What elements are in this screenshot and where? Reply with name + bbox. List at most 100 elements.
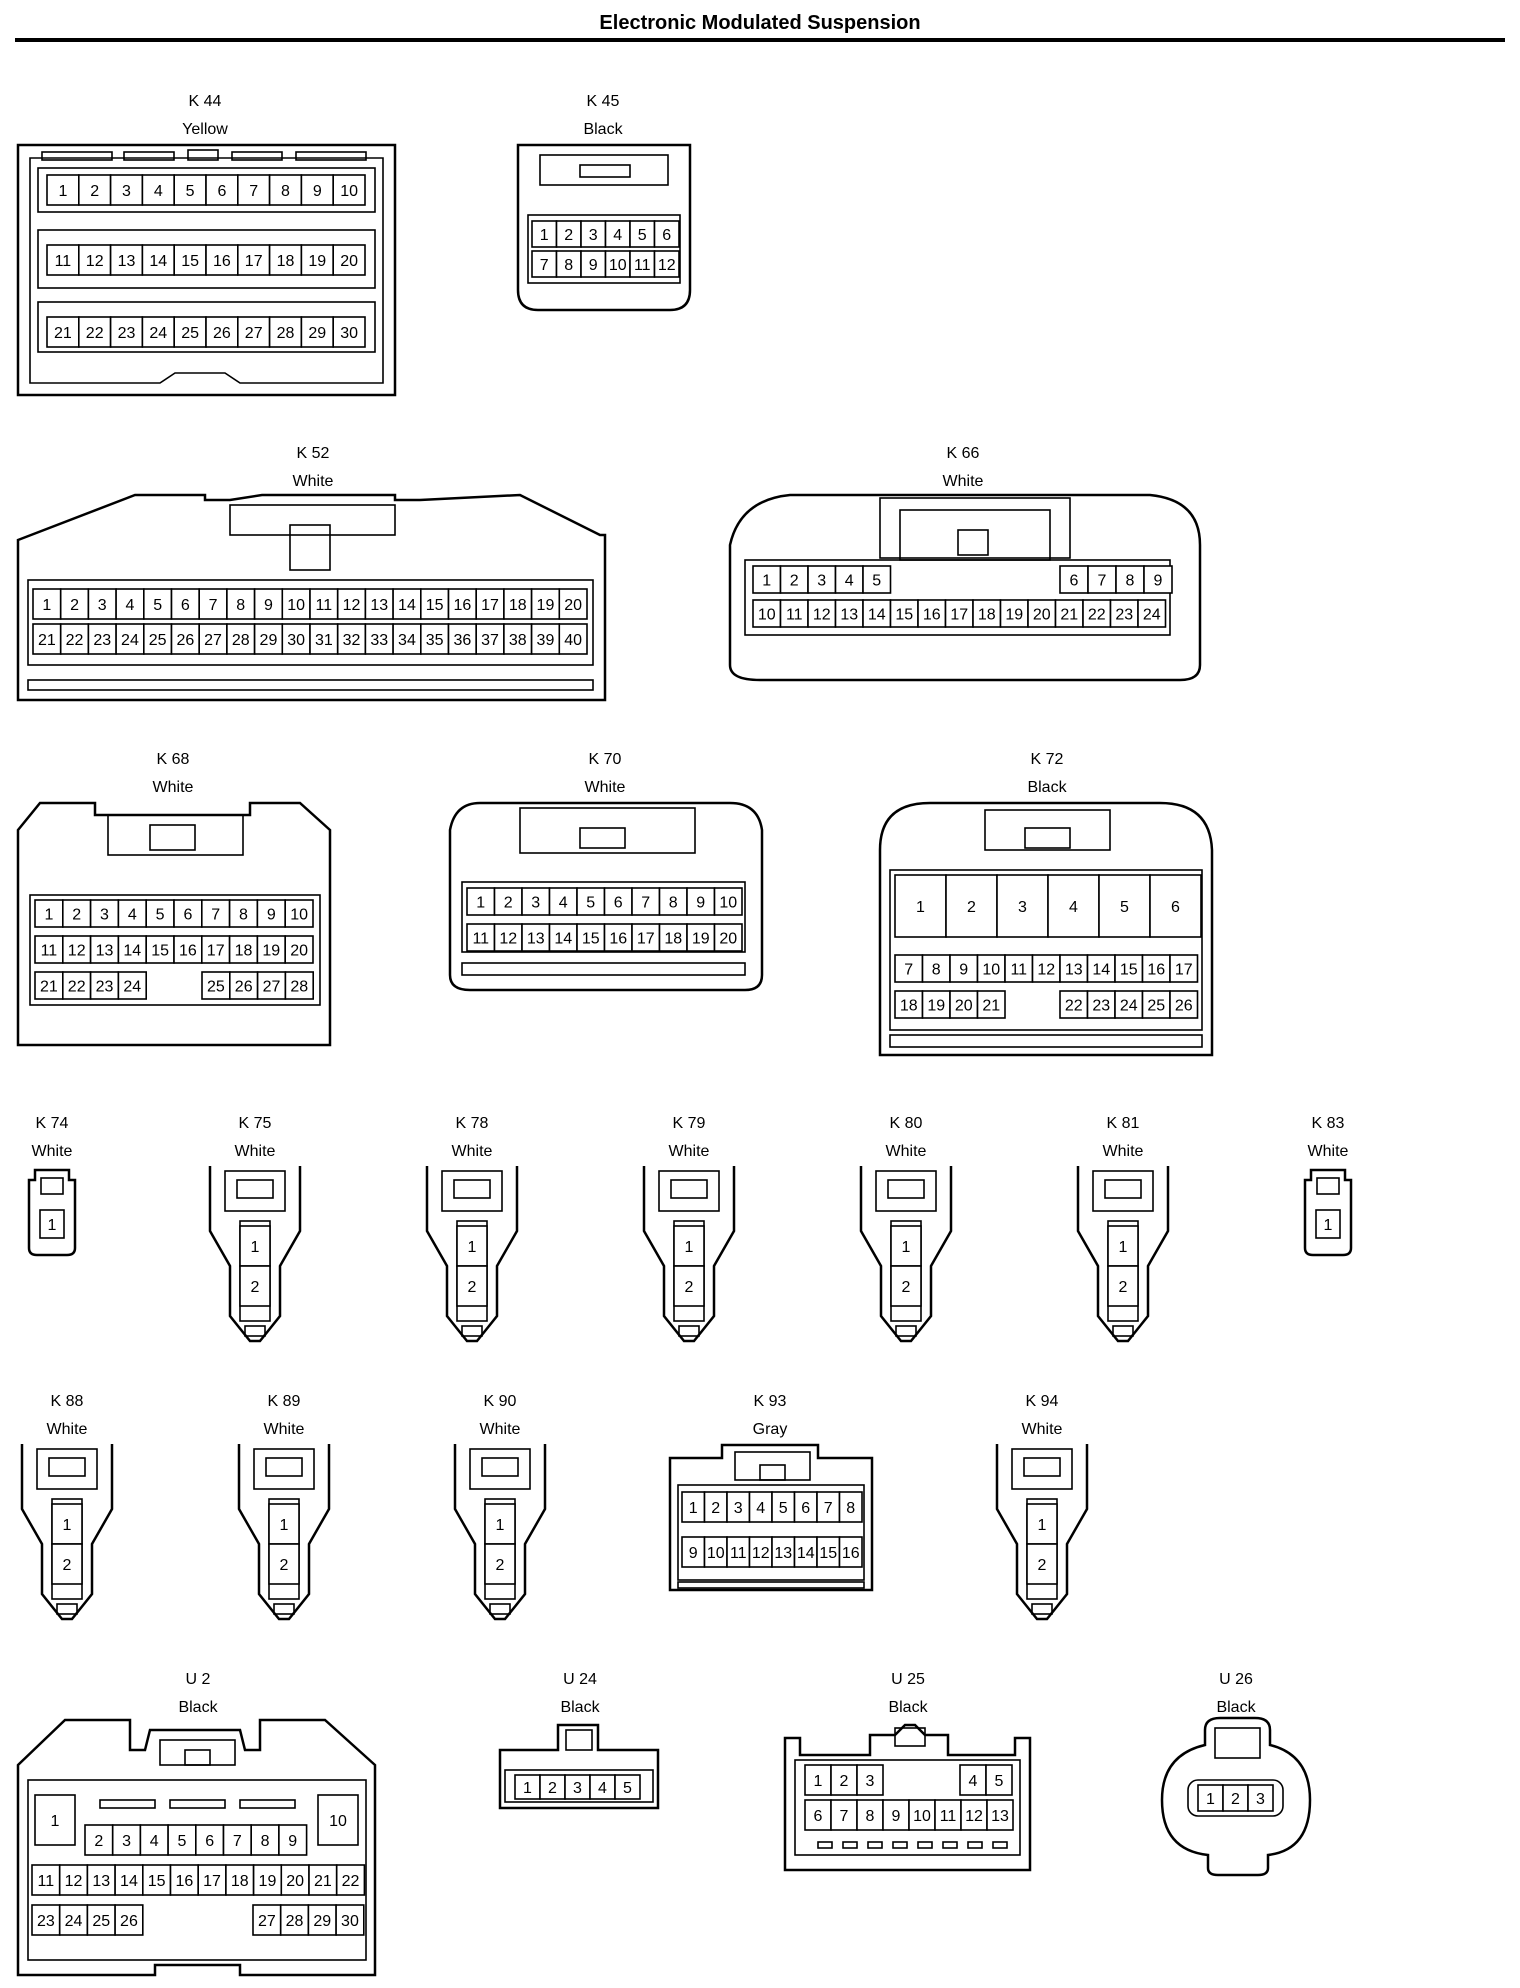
housing-outline <box>453 1444 547 1621</box>
housing-detail <box>36 1448 98 1490</box>
pin-number: 1 <box>1038 1517 1047 1534</box>
housing-detail <box>984 809 1111 851</box>
pin-cell <box>284 971 314 1000</box>
pin-cell <box>89 935 120 964</box>
pin-cell <box>117 971 148 1000</box>
pin-cell <box>61 971 92 1000</box>
pin-number: 3 <box>573 1780 582 1797</box>
pin-number: 1 <box>251 1239 260 1256</box>
pin-cell <box>882 1799 910 1831</box>
pin-cell <box>205 316 239 348</box>
pin-cell <box>32 623 62 655</box>
housing-outline <box>20 1444 114 1621</box>
pin-number: 9 <box>959 962 968 979</box>
pin-number: 12 <box>752 1545 770 1562</box>
pin-number: 1 <box>1206 1791 1215 1808</box>
housing-outline <box>16 493 607 702</box>
pin-number: 9 <box>288 1833 297 1850</box>
housing-detail <box>229 504 396 536</box>
pin-number: 20 <box>564 597 582 614</box>
pin-number: 14 <box>1092 962 1110 979</box>
latch-slot <box>992 1841 1008 1849</box>
connector-id: U 2 <box>186 1671 211 1688</box>
pin-cell <box>1031 954 1061 983</box>
housing-detail <box>453 1179 491 1199</box>
pin-number: 9 <box>589 257 598 274</box>
housing-detail <box>48 1457 86 1477</box>
pin-cell <box>317 1794 359 1846</box>
pin-number: 6 <box>614 895 623 912</box>
pin-number: 6 <box>1070 573 1079 590</box>
pin-number: 10 <box>287 597 305 614</box>
connector-color: White <box>1103 1143 1144 1160</box>
housing-outline <box>878 801 1214 1057</box>
housing-detail <box>253 1448 315 1490</box>
pin-number: 17 <box>1175 962 1193 979</box>
pin-cell <box>521 923 551 952</box>
pin-number: 24 <box>1143 607 1161 624</box>
pin-cell <box>493 887 523 916</box>
pin-number: 2 <box>280 1557 289 1574</box>
pin-number: 19 <box>927 998 945 1015</box>
pin-cell <box>653 250 680 278</box>
pin-number: 19 <box>308 253 326 270</box>
pin-cell <box>228 899 259 928</box>
pin-number: 23 <box>1115 607 1133 624</box>
pin-number: 13 <box>527 931 545 948</box>
pin-number: 10 <box>290 907 308 924</box>
pin-cell <box>466 887 496 916</box>
pin-cell <box>1086 954 1116 983</box>
pin-number: 11 <box>730 1545 747 1562</box>
housing-detail <box>894 1727 926 1747</box>
housing-detail <box>670 1179 708 1199</box>
pin-number: 4 <box>598 1780 607 1797</box>
connector-color: Yellow <box>182 121 228 138</box>
pin-number: 7 <box>1098 573 1107 590</box>
pin-number: 11 <box>634 257 651 274</box>
pin-number: 2 <box>1038 1557 1047 1574</box>
pin-cell <box>890 1265 922 1307</box>
pin-number: 27 <box>245 325 263 342</box>
latch-tab <box>678 1325 700 1337</box>
housing-detail <box>107 814 244 856</box>
latch-slot <box>892 1841 908 1849</box>
pin-number: 21 <box>54 325 72 342</box>
housing-detail <box>1023 1457 1061 1477</box>
housing-outline <box>642 1166 736 1343</box>
pin-number: 13 <box>1065 962 1083 979</box>
housing-outline <box>859 1166 953 1343</box>
pin-cell <box>752 565 782 594</box>
pin-number: 2 <box>790 573 799 590</box>
pin-number: 2 <box>504 895 513 912</box>
pin-number: 27 <box>258 1913 276 1930</box>
pin-cell <box>456 1265 488 1307</box>
pin-cell <box>205 174 239 206</box>
pin-cell <box>959 1764 987 1796</box>
housing-detail <box>29 894 321 1006</box>
latch-tab <box>273 1603 295 1615</box>
pin-cell <box>46 244 80 276</box>
housing-detail <box>265 1457 303 1477</box>
connector-color: White <box>32 1143 73 1160</box>
housing-outline <box>1076 1166 1170 1343</box>
pin-cell <box>173 935 203 964</box>
pin-cell <box>34 971 64 1000</box>
pin-cell <box>1087 565 1117 594</box>
connector-color: White <box>47 1421 88 1438</box>
pin-number: 29 <box>313 1913 331 1930</box>
pin-number: 16 <box>609 931 627 948</box>
pin-number: 12 <box>658 257 676 274</box>
pin-number: 21 <box>40 979 58 996</box>
pin-number: 1 <box>48 1217 57 1234</box>
pin-cell <box>278 1824 308 1856</box>
housing-detail <box>1024 827 1071 849</box>
connector-color: Gray <box>753 1421 788 1438</box>
